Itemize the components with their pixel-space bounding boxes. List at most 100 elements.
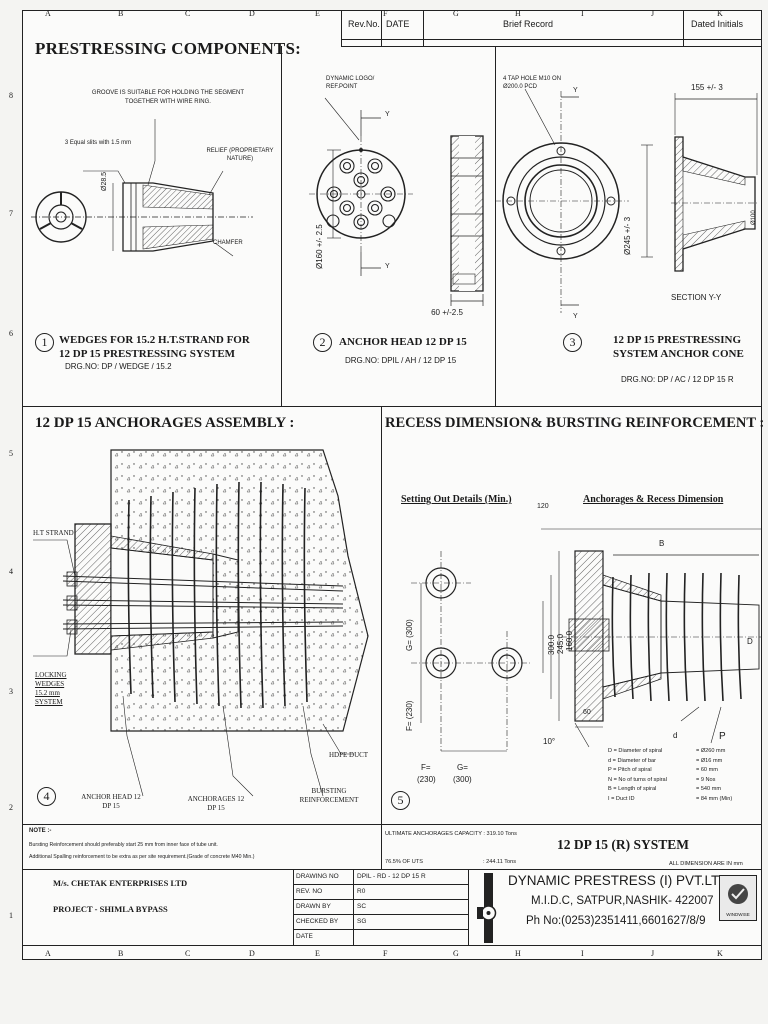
company-phone: Ph No:(0253)2351411,6601627/8/9 [526,915,706,927]
cone-len-dim: 155 +/- 3 [691,83,723,92]
assembly-number: 4 [37,787,56,806]
border-letter: J [651,949,655,958]
notes-line1: Bursting Reinforcement should preferably… [29,842,218,848]
legend-row: N = No of turns of spiral = 9 Nos [608,776,758,786]
legend-row: I = Duct ID = 84 mm (Min) [608,795,758,805]
legend-key: B = Length of spiral [608,786,657,792]
legend-key: P = Pitch of spiral [608,767,652,773]
anchor-head-y-top: Y [385,111,390,118]
slits-note: 3 Equal slits with 1.5 mm [64,140,132,146]
rev-no-label: REV. NO [296,888,323,895]
client-name: M/s. CHETAK ENTERPRISES LTD [53,878,188,888]
assembly-drawing [33,449,369,797]
setting-out-title: Setting Out Details (Min.) [401,494,512,505]
anchorages-label: ANCHORAGES 12 DP 15 [187,795,245,812]
anchor-head-drg-no: DRG.NO: DPIL / AH / 12 DP 15 [345,356,457,365]
border-letter: C [185,9,191,18]
cone-dia-dim: Ø245 +/- 3 [623,216,632,255]
anchor-head-drawing [309,97,484,306]
border-number: 8 [9,91,13,100]
border-letter: B [118,9,124,18]
checked-by-value: SG [357,918,367,925]
border-letter: K [717,949,723,958]
dim-b: B [659,539,665,548]
system-title: 12 DP 15 (R) SYSTEM [557,837,690,852]
anchor-head-number: 2 [313,333,332,352]
uts-value: : 244.11 Tons [483,859,517,865]
border-number: 5 [9,449,13,458]
dim-60: 60 [583,709,591,716]
legend-value: = 60 mm [696,767,718,773]
border-letter: H [515,949,521,958]
anchor-head-label: ANCHOR HEAD 12 DP 15 [81,793,141,810]
uts-label: 76.5% OF UTS [385,859,423,865]
legend-value: = Ø260 mm [696,748,726,754]
components-heading: PRESTRESSING COMPONENTS: [35,39,301,58]
certification-badge-icon: WINDWISE [719,875,757,921]
relief-note: RELIEF (PROPRIETARY NATURE) [206,148,274,162]
border-letter: B [118,949,124,958]
drawn-by-value: SC [357,903,367,910]
border-letter: E [315,9,320,18]
dim-245: 245.0 [556,633,565,654]
badge-text: WINDWISE [726,912,750,917]
legend-key: D = Diameter of spiral [608,748,663,754]
anchor-head-len-dim: 60 +/-2.5 [431,308,463,317]
legend-value: = Ø16 mm [696,757,723,764]
anchor-cone-drawing [495,88,759,313]
recess-drawing [411,528,761,752]
wedge-drawing [31,119,253,257]
logo-note: DYNAMIC LOGO/ REF.POINT [326,76,375,90]
anchor-cone-drg-no: DRG.NO: DP / AC / 12 DP 15 R [621,375,734,384]
groove-note: GROOVE IS SUITABLE FOR HOLDING THE SEGME… [91,90,245,105]
assembly-heading: 12 DP 15 ANCHORAGES ASSEMBLY : [35,415,295,431]
legend-value: = 84 mm (Min) [696,795,733,802]
border-number: 2 [9,803,13,812]
border-letter: A [45,9,51,18]
dim-g-value: (300) [453,775,472,784]
wedge-drg-no: DRG.NO: DP / WEDGE / 15.2 [65,362,172,371]
legend-row: d = Diameter of bar = Ø16 mm [608,757,758,767]
legend-value: = 540 mm [696,786,722,792]
anchor-head-title: ANCHOR HEAD 12 DP 15 [339,336,467,348]
legend-row: P = Pitch of spiral = 60 mm [608,766,758,776]
cone-right-dim: Ø100 [751,210,757,225]
border-letter: D [249,9,255,18]
notes-line2: Additional Spalling reinforcement to be … [29,854,255,860]
anchor-cone-title-line1: 12 DP 15 PRESTRESSING [613,334,742,346]
legend-key: d = Diameter of bar [608,757,657,764]
tap-hole-note: 4 TAP HOLE M10 ON Ø200.0 PCD [503,76,562,90]
border-letter: I [581,9,584,18]
border-number: 4 [9,567,13,576]
wedge-title-line1: WEDGES FOR 15.2 H.T.STRAND FOR [59,334,250,346]
recess-number: 5 [391,791,410,810]
rev-no-label: Rev.No. [348,19,380,29]
dim-300: 300.0 [547,634,556,655]
legend-row: B = Length of spiral = 540 mm [608,785,758,795]
legend-value: = 9 Nos [696,776,716,783]
border-letter: F [383,949,388,958]
company-logo-icon [477,873,497,943]
border-letter: I [581,949,584,958]
border-letter: K [717,9,723,18]
anchor-cone-number: 3 [563,333,582,352]
legend-row: D = Diameter of spiral = Ø260 mm [608,747,758,757]
drawing-no-label: DRAWING NO [296,873,339,880]
rev-no-value: R0 [357,888,366,895]
dim-160: 160.0 [565,630,574,651]
dim-10-deg: 10° [543,737,556,746]
border-letter: C [185,949,191,958]
dim-f-bottom: F= [421,763,431,772]
dim-g-vertical: G= (300) [405,619,414,651]
section-label: SECTION Y-Y [671,293,722,302]
company-name: DYNAMIC PRESTRESS (I) PVT.LTD [508,873,730,888]
border-letter: G [453,949,459,958]
checked-by-label: CHECKED BY [296,918,339,925]
wedge-dia-dim: Ø28.5 [101,171,108,191]
anchor-cone-title-line2: SYSTEM ANCHOR CONE [613,348,744,360]
border-number: 6 [9,329,13,338]
border-letter: F [383,9,388,18]
wedge-number: 1 [35,333,54,352]
drawing-sheet: A B C D E F G H I J K A B C D E F G H I … [9,9,764,960]
anchor-cone-title: 12 DP 15 PRESTRESSING SYSTEM ANCHOR CONE [613,333,744,361]
